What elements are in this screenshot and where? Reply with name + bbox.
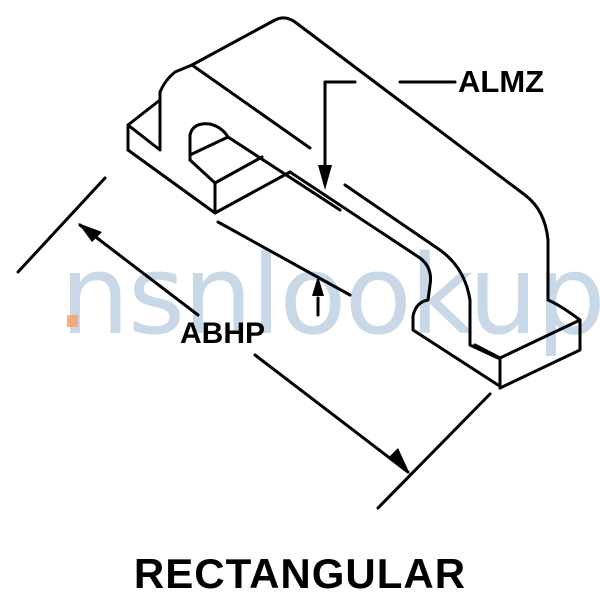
almz-leader xyxy=(312,80,457,317)
part-outline xyxy=(126,16,582,390)
watermark-text: nsnlookup xyxy=(60,231,600,359)
abhp-dimension-line xyxy=(16,176,492,510)
diagram-title: RECTANGULAR xyxy=(133,550,467,597)
watermark-accent-dot xyxy=(67,315,78,327)
abhp-label: ABHP xyxy=(180,317,266,350)
almz-label: ALMZ xyxy=(458,64,545,99)
